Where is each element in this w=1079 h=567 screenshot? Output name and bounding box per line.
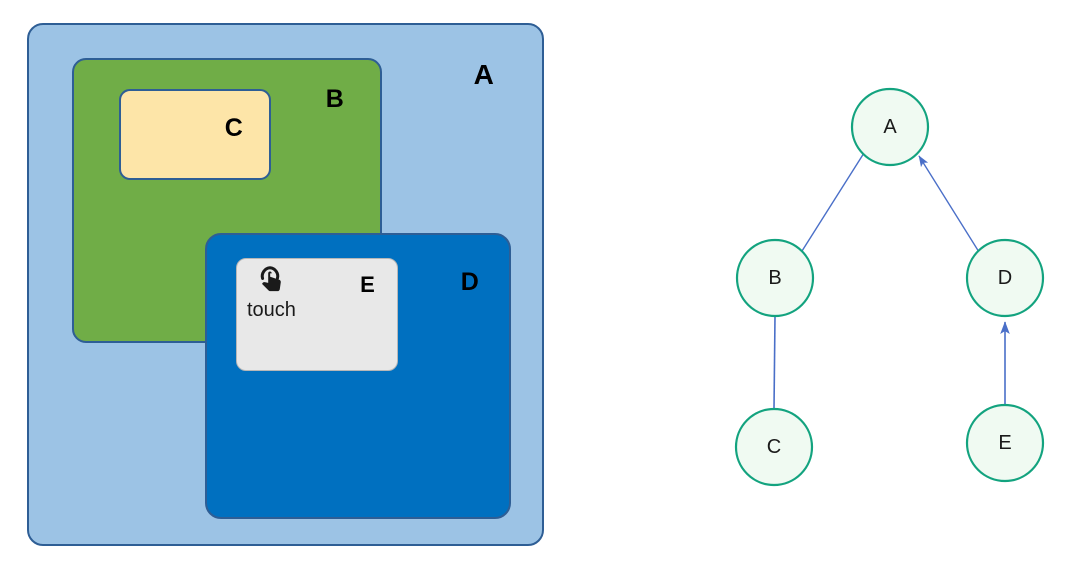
graph-node-b[interactable]: B — [735, 238, 815, 318]
region-box-e[interactable]: touch E — [236, 258, 398, 371]
node-label-b: B — [768, 267, 781, 289]
node-circle-c[interactable] — [734, 407, 814, 487]
graph-node-a[interactable]: A — [850, 87, 930, 167]
region-label-b: B — [325, 85, 344, 113]
region-label-e: E — [360, 272, 375, 297]
node-label-a: A — [883, 116, 897, 138]
graph-node-e[interactable]: E — [965, 403, 1045, 483]
edge-c-b — [773, 315, 776, 410]
edge-d-a — [918, 155, 980, 253]
node-circle-d[interactable] — [965, 238, 1045, 318]
region-label-c: C — [224, 114, 243, 142]
node-label-c: C — [767, 436, 781, 458]
graph-nodes: A B C D E — [734, 87, 1045, 487]
graph-node-c[interactable]: C — [734, 407, 814, 487]
region-label-d: D — [460, 268, 479, 296]
node-circle-b[interactable] — [735, 238, 815, 318]
node-label-d: D — [998, 267, 1012, 289]
node-label-e: E — [998, 432, 1011, 454]
region-label-a: A — [473, 59, 494, 90]
edge-b-a — [801, 152, 865, 252]
graph-edges — [773, 152, 1010, 410]
graph-node-d[interactable]: D — [965, 238, 1045, 318]
graph-panel: A B C D E — [734, 87, 1045, 487]
touch-app-icon — [251, 264, 289, 302]
region-box-c[interactable]: C — [119, 89, 271, 180]
node-circle-a[interactable] — [850, 87, 930, 167]
touch-caption: touch — [247, 299, 296, 321]
node-circle-e[interactable] — [965, 403, 1045, 483]
